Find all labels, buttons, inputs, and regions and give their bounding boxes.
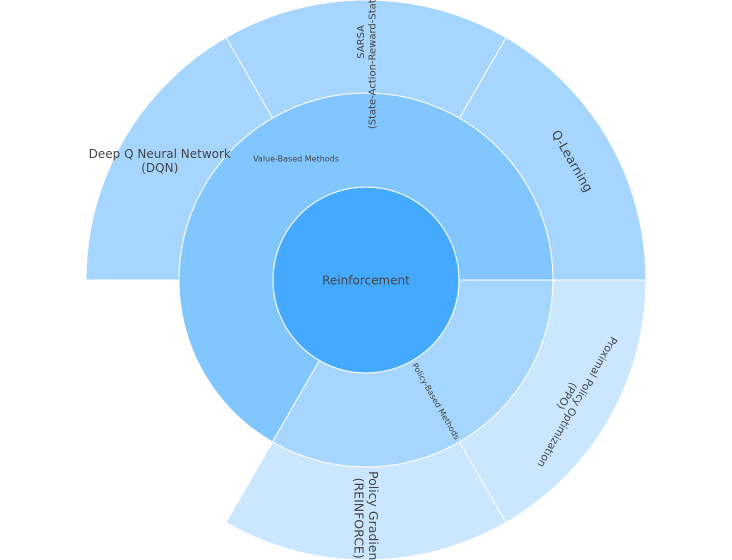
sector-policy-gradient-reinforce[interactable]	[225, 441, 507, 560]
sector-label-policy-gradient-reinforce: Policy Gradient(REINFORCE)	[351, 471, 380, 560]
sector-sarsa-state-action-reward-state-action[interactable]	[225, 0, 507, 119]
sector-label-reinforcement: Reinforcement	[322, 274, 410, 288]
sector-proximal-policy-optimization-ppo[interactable]	[458, 279, 647, 524]
sunburst-sectors	[85, 0, 647, 560]
sector-deep-q-neural-network-dqn[interactable]	[85, 36, 274, 281]
sector-label-value-based-methods: Value-Based Methods	[253, 155, 339, 164]
sector-label-deep-q-neural-network-dqn: Deep Q Neural Network(DQN)	[89, 147, 231, 175]
sector-label-sarsa-state-action-reward-state-action: SARSA(State-Action-Reward-State-Action)	[356, 0, 379, 129]
